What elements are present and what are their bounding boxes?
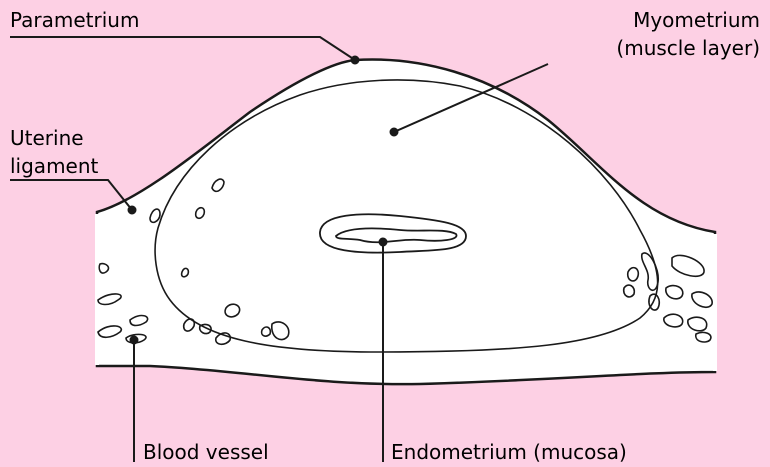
label-blood-vessel: Blood vessel — [143, 440, 269, 464]
myometrium-leader-dot — [391, 129, 398, 136]
label-myometrium-line2: (muscle layer) — [616, 36, 760, 60]
label-uterine-ligament-line1: Uterine — [10, 126, 84, 150]
label-parametrium: Parametrium — [10, 8, 139, 32]
endometrium-leader-dot — [380, 239, 387, 246]
label-endometrium: Endometrium (mucosa) — [391, 440, 627, 464]
blood-vessel-leader-dot — [131, 337, 138, 344]
outer-tissue-shape — [97, 59, 715, 384]
uterine-ligament-leader-dot — [129, 207, 136, 214]
parametrium-leader — [10, 37, 355, 60]
label-myometrium-line1: Myometrium — [633, 8, 760, 32]
label-uterine-ligament-line2: ligament — [10, 154, 98, 178]
parametrium-leader-dot — [352, 57, 359, 64]
